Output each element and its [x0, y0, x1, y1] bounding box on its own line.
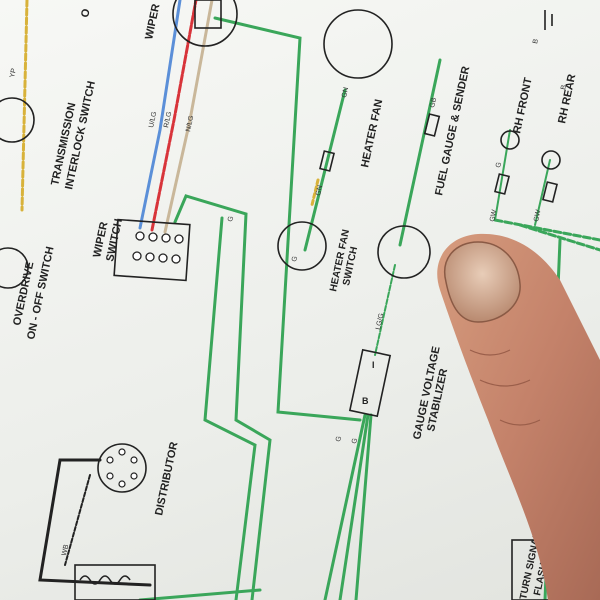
gw-wire-1 — [493, 218, 600, 242]
wire-code-b-2: B — [560, 84, 568, 90]
heater-fan-wire-yellow — [310, 178, 320, 207]
distributor-black-wire — [38, 458, 152, 587]
stabilizer-down-1 — [323, 413, 367, 600]
overdrive-switch-symbol — [0, 247, 29, 289]
top-left-fragment: O — [79, 7, 93, 18]
wire-code-g-2: G — [227, 216, 235, 223]
stabilizer-down-2 — [338, 413, 370, 600]
green-wire-wiper-2 — [203, 216, 257, 600]
stabilizer-down-3 — [354, 413, 373, 600]
wire-code-g-4: G — [351, 438, 359, 445]
wire-code-yp: YP — [9, 68, 18, 79]
wire-code-nlg: N/LG — [185, 115, 195, 132]
heater-fan-switch-symbol — [277, 221, 327, 271]
stabilizer-box — [348, 348, 392, 418]
fuel-gauge-sender-label: FUEL GAUGE & SENDER — [433, 65, 472, 196]
wire-code-gw-1: GW — [489, 209, 498, 223]
wiper-top-label: WIPER — [143, 3, 162, 41]
rh-rear-connector — [542, 181, 558, 203]
nlg-wire — [163, 0, 214, 234]
wiper-motor-symbol — [172, 0, 238, 47]
finger — [437, 233, 600, 600]
rh-front-label: RH FRONT — [511, 76, 535, 134]
wiper-terminal-block — [194, 0, 222, 29]
rh-rear-label: RH REAR — [556, 73, 578, 125]
fingernail — [444, 241, 521, 323]
fuel-connector — [423, 113, 441, 137]
rh-rear-wire — [534, 159, 551, 226]
distributor-symbol — [97, 443, 147, 493]
wire-code-labels: YP U/LG R/LG N/LG GN GN GB G G G G G LG/… — [9, 38, 568, 556]
coil-symbol — [79, 575, 131, 585]
stabilizer-i-terminal: I — [372, 360, 375, 370]
wire-code-rlg: R/LG — [163, 111, 173, 128]
stabilizer-b-terminal: B — [362, 396, 369, 406]
rlg-wire — [150, 0, 198, 232]
gw-wire-2 — [518, 223, 600, 252]
rh-rear-lamp — [541, 150, 561, 170]
wire-code-g-3: G — [335, 436, 343, 443]
heater-fan-motor-symbol — [323, 9, 393, 79]
wire-code-ulg: U/LG — [148, 111, 158, 128]
green-wire-wiper — [173, 194, 272, 600]
ground-symbol — [544, 10, 553, 30]
finger-wrinkles — [469, 349, 541, 426]
yp-wire — [20, 0, 29, 212]
wire-code-g-1: G — [291, 256, 299, 263]
wiper-switch-box — [113, 218, 191, 282]
lgg-wire — [374, 264, 396, 356]
components — [0, 0, 563, 600]
heater-fan-label: HEATER FAN — [359, 98, 385, 168]
wire-code-g-5: G — [495, 162, 503, 169]
rh-front-connector — [494, 173, 510, 195]
wiper-switch-terminals — [132, 231, 184, 264]
distributor-terminals — [106, 448, 138, 488]
transmission-switch-symbol — [0, 97, 35, 143]
wire-code-b-1: B — [532, 38, 540, 44]
distributor-label: DISTRIBUTOR — [153, 441, 180, 517]
bottom-left-component — [74, 564, 156, 600]
fuel-gauge-wire — [398, 58, 442, 247]
finger-shape — [437, 233, 600, 600]
bottom-green-wire — [138, 588, 262, 600]
fuel-gauge-symbol — [377, 225, 431, 279]
wire-code-gn-2: GN — [315, 185, 324, 197]
heater-connector — [319, 150, 335, 172]
wire-code-wb: WB — [61, 544, 70, 557]
ulg-wire — [138, 0, 182, 230]
wire-code-gw-2: GW — [533, 209, 542, 223]
rh-front-lamp — [500, 130, 520, 150]
wb-wire — [64, 474, 91, 566]
wire-code-gn-1: GN — [341, 87, 350, 99]
wire-code-gb: GB — [429, 97, 438, 109]
wire-code-lgg: LG/G — [375, 313, 385, 331]
green-wire-top — [213, 16, 362, 422]
